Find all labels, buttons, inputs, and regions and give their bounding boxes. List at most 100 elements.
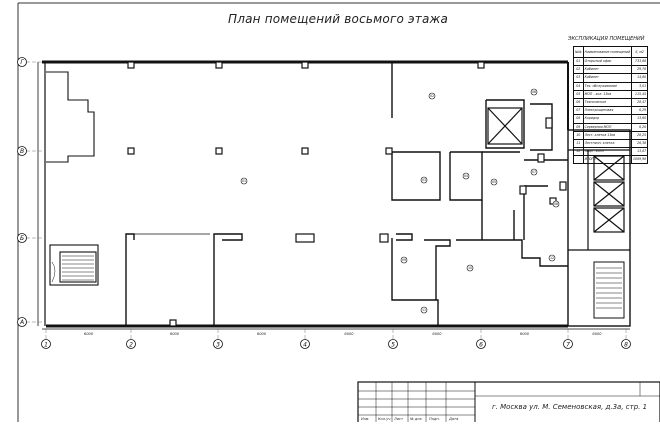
axis-label: Б — [20, 235, 24, 242]
room-area-cell: 26,38 — [631, 138, 649, 149]
room-name-cell: Лестничн. клетка — [582, 138, 633, 149]
room-name-cell: МОП - хол. 13кв — [582, 89, 633, 99]
axis-label: 7 — [566, 342, 570, 349]
dimension-label: 6000 — [84, 332, 94, 336]
room-num-cell: 10 — [573, 130, 584, 140]
room-num-cell: 03 — [573, 73, 584, 83]
stamp-column-label: № док — [410, 417, 422, 421]
room-number: 07 — [532, 170, 536, 174]
drawing-title: План помещений восьмого этажа — [228, 12, 449, 26]
room-number: 06 — [532, 90, 536, 94]
axis-bubble-2: 2 — [126, 339, 136, 349]
header-num: №№ — [573, 46, 584, 58]
room-name-cell: Техническое — [582, 97, 633, 108]
stamp-column-label: Лист — [394, 417, 404, 421]
room-num-cell: 02 — [573, 65, 584, 75]
room-num-cell: 09 — [573, 122, 584, 132]
room-tag-10: 10 — [466, 264, 474, 272]
room-num-cell: 08 — [573, 114, 584, 124]
axis-bubble-Г: Г — [17, 57, 27, 67]
room-tag-05: 05 — [490, 178, 498, 186]
left-core — [46, 71, 99, 286]
interior-walls — [125, 62, 568, 326]
outer-walls — [37, 60, 631, 330]
dimension-labels: 6000 6000 6000 6000 6000 6000 6000 — [84, 332, 602, 336]
left-stair-treads — [51, 255, 94, 283]
room-tag-09: 09 — [400, 256, 408, 264]
room-area-cell: 29,78 — [631, 65, 649, 75]
room-number: 04 — [464, 174, 468, 178]
axis-bubble-5: 5 — [388, 339, 398, 349]
project-address: г. Москва ул. М. Семеновская, д.3а, стр.… — [492, 403, 648, 411]
title-block — [357, 381, 660, 425]
stamp-column-label: Изм. — [361, 417, 370, 421]
axis-label: В — [20, 148, 24, 155]
axis-bubble-3: 3 — [213, 339, 223, 349]
room-num-cell: 04 — [573, 81, 584, 91]
room-tag-12: 12 — [548, 254, 556, 262]
stamp-column-label: Кол.уч — [378, 417, 391, 421]
room-tag-06: 06 — [530, 88, 538, 96]
dimension-label: 6000 — [520, 332, 530, 336]
room-num-cell: 11 — [573, 138, 584, 149]
room-area-cell: 28,25 — [631, 130, 649, 140]
room-number: 05 — [492, 180, 496, 184]
room-tag-07: 07 — [530, 168, 538, 176]
room-area-cell: 6,26 — [631, 122, 649, 132]
dimension-label: 6000 — [170, 332, 180, 336]
dimension-label: 6000 — [592, 332, 602, 336]
room-name-cell: Лифт. холл — [582, 147, 633, 157]
axis-label: 2 — [129, 342, 133, 349]
room-number: 08 — [554, 202, 558, 206]
room-num-cell: 07 — [573, 106, 584, 116]
room-area-cell: 3,01 — [631, 81, 649, 91]
legend-title: ЭКСПЛИКАЦИЯ ПОМЕЩЕНИЙ — [568, 36, 645, 42]
room-number: 12 — [550, 256, 554, 260]
axis-label: 6 — [479, 342, 483, 349]
dimension-label: 6000 — [432, 332, 442, 336]
room-number: 02 — [430, 94, 434, 98]
room-area-cell: 115,45 — [631, 89, 649, 99]
room-tag-02: 02 — [428, 92, 436, 100]
axis-bubble-8: 8 — [621, 339, 631, 349]
vertical-axis-markers: 1 2 3 4 5 6 7 8 — [41, 339, 631, 349]
axis-bubble-4: 4 — [300, 339, 310, 349]
axis-bubble-В: В — [17, 146, 27, 156]
room-area-cell: 14,80 — [631, 73, 649, 83]
axis-label: 1 — [44, 342, 48, 349]
room-number: 01 — [242, 179, 246, 183]
room-area-cell: 28,47 — [631, 97, 649, 108]
room-area-cell: 13,60 — [631, 114, 649, 124]
axis-bubble-6: 6 — [476, 339, 486, 349]
axis-label: А — [19, 319, 24, 326]
stamp-column-label: Дата — [449, 417, 459, 421]
dimension-label: 6000 — [257, 332, 267, 336]
room-name-cell: Кабинет — [582, 73, 633, 83]
axis-label: Г — [20, 59, 24, 66]
right-stair — [593, 261, 625, 319]
room-num-cell: 05 — [573, 89, 584, 99]
axis-bubble-1: 1 — [41, 339, 51, 349]
axis-label: 3 — [216, 342, 220, 349]
axis-label: 4 — [303, 342, 307, 349]
dimension-label: 6000 — [344, 332, 354, 336]
room-num-cell — [573, 155, 584, 165]
header-area: S, м2 — [631, 46, 649, 58]
room-name-cell: Серверная МОП — [582, 122, 633, 132]
room-tag-01: 01 — [240, 177, 248, 185]
room-area-cell: 6,29 — [631, 106, 649, 116]
horizontal-axis-markers: Г В Б А — [17, 57, 27, 327]
header-name: Наименование помещений — [582, 46, 633, 58]
